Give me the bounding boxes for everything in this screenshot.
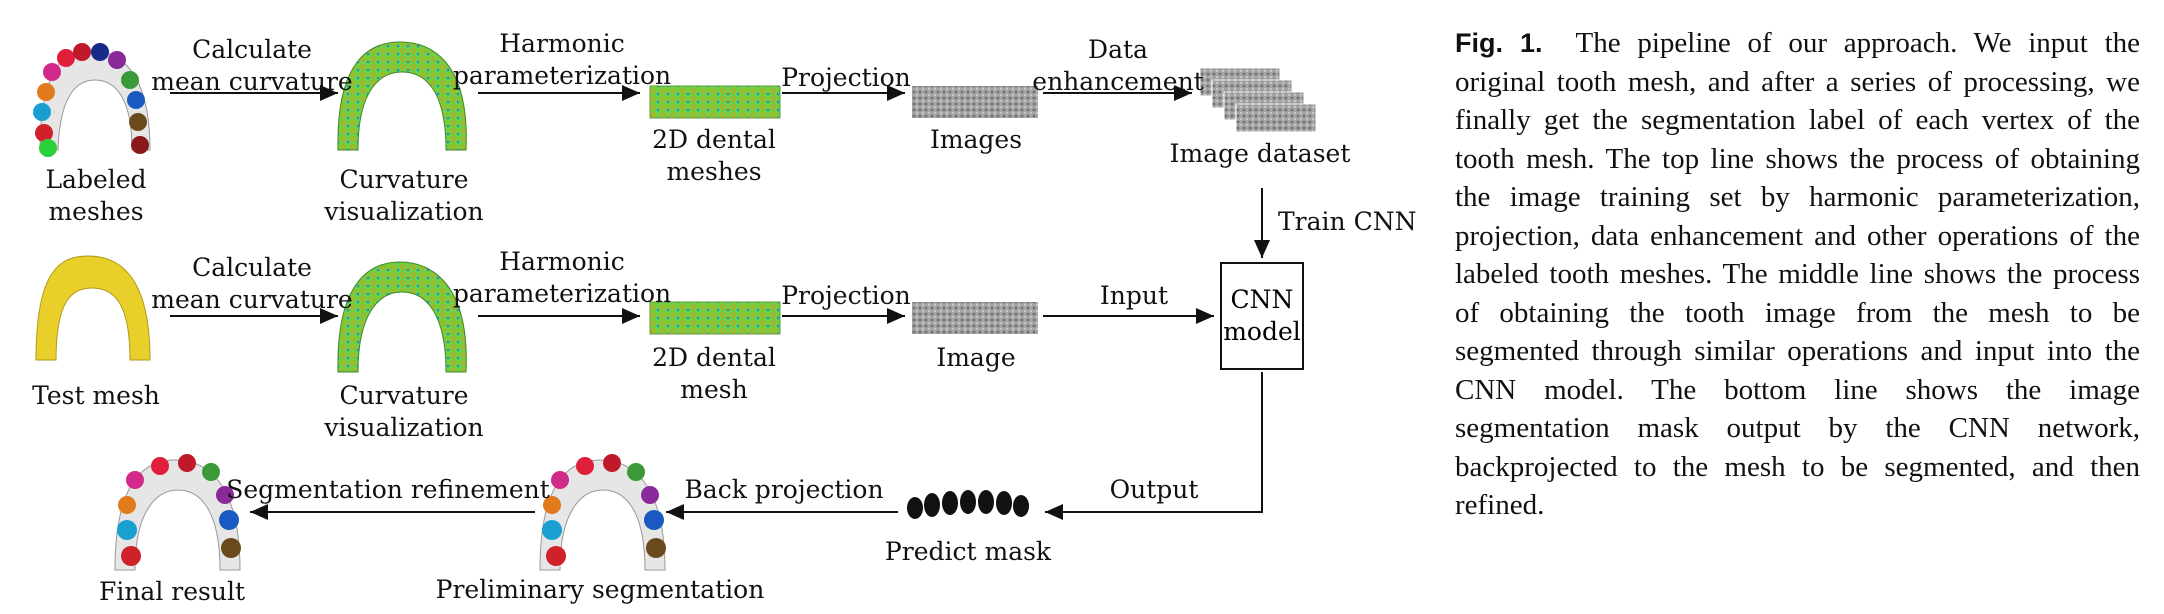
curvature-mesh-2 bbox=[337, 261, 467, 373]
test-mesh-label: Test mesh bbox=[32, 381, 160, 410]
curvature-mesh-1 bbox=[337, 41, 467, 151]
predict-mask-image bbox=[907, 490, 1029, 519]
2d-dental-mesh-1 bbox=[649, 85, 781, 119]
image-dataset-stack bbox=[1199, 67, 1317, 133]
preliminary-segmentation-label: Preliminary segmentation bbox=[435, 575, 765, 604]
projection-label-2: Projection bbox=[781, 281, 911, 310]
test-mesh-image bbox=[35, 255, 151, 361]
caption-lead: Fig. 1. bbox=[1455, 28, 1543, 58]
output-label: Output bbox=[1109, 475, 1199, 504]
final-result-image bbox=[114, 454, 241, 571]
pipeline-diagram bbox=[33, 41, 1317, 571]
projected-image-2 bbox=[912, 302, 1038, 334]
arrow-output bbox=[1045, 372, 1263, 520]
2d-dental-mesh-2 bbox=[649, 301, 781, 335]
preliminary-segmentation-image bbox=[539, 454, 666, 571]
train-cnn-label: Train CNN bbox=[1278, 207, 1417, 236]
projection-label-1: Projection bbox=[781, 63, 911, 92]
segmentation-refinement-label: Segmentation refinement bbox=[226, 475, 550, 504]
predict-mask-label: Predict mask bbox=[884, 537, 1052, 566]
labeled-mesh-image bbox=[33, 43, 151, 157]
image-dataset-label: Image dataset bbox=[1169, 139, 1351, 168]
image-label: Image bbox=[936, 343, 1016, 372]
final-result-label: Final result bbox=[98, 577, 246, 606]
figure-caption: Fig. 1. The pipeline of our approach. We… bbox=[1455, 24, 2140, 525]
projected-image-1 bbox=[912, 86, 1038, 118]
input-label: Input bbox=[1099, 281, 1169, 310]
images-label: Images bbox=[929, 125, 1023, 154]
back-projection-label: Back projection bbox=[684, 475, 884, 504]
caption-text: The pipeline of our approach. We input t… bbox=[1455, 27, 2141, 521]
